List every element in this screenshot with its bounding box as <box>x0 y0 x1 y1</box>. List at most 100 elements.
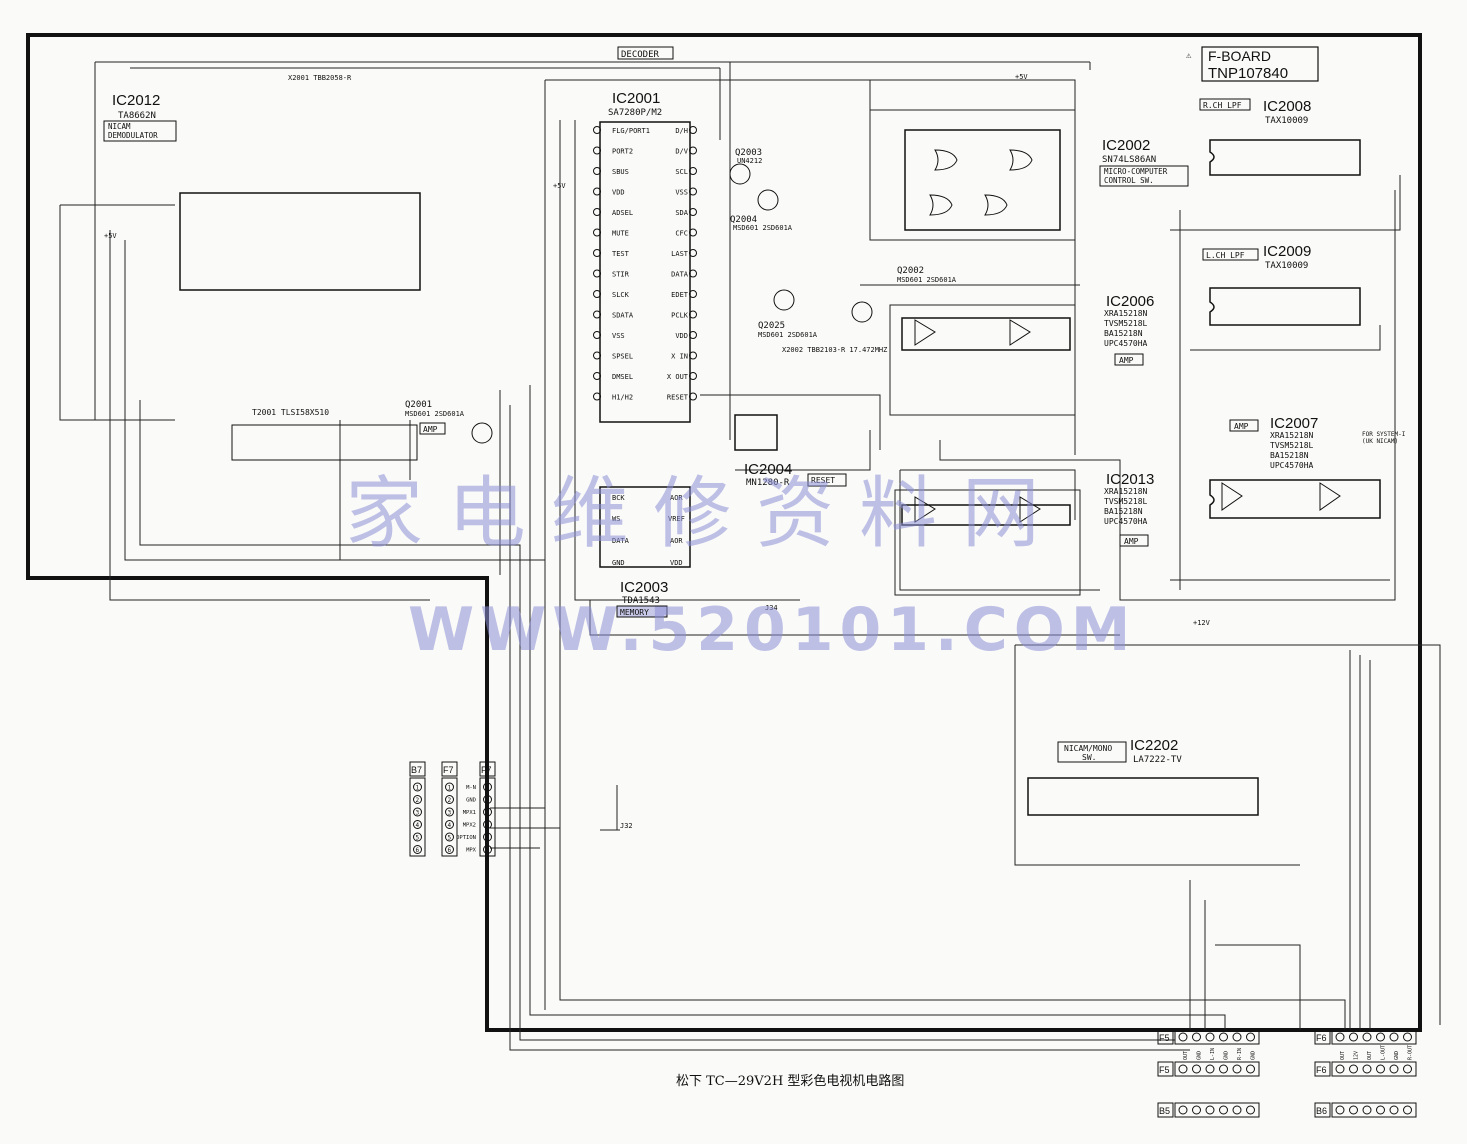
ic2001-pin-right <box>689 269 697 278</box>
f7-signal-label: OPTION <box>456 835 476 841</box>
ic2003: IC2003 TDA1543 BCK WS DATA GND AOR VREF … <box>599 486 691 606</box>
transistor-q2004: Q2004 MSD601 2SD601A <box>730 189 793 232</box>
ic2007-part: XRA15218N TVSM5218L BA15218N UPC4570HA <box>1270 431 1314 470</box>
ic2001-pin-right <box>689 310 697 319</box>
connector-pin <box>1205 1064 1215 1074</box>
ic2001-pin-left <box>593 351 601 360</box>
ic2013-id: IC2013 <box>1106 471 1154 488</box>
f7-signal-label: MPX <box>466 848 477 854</box>
ic2001-pin-right <box>689 167 697 175</box>
svg-text:Q2001: Q2001 <box>405 400 432 410</box>
warning-icon: ⚠ <box>1186 51 1192 61</box>
transistor-q2002: Q2002 MSD601 2SD601A <box>851 266 957 323</box>
connector-header <box>479 761 496 777</box>
ic2001-pin-left <box>593 228 601 237</box>
ic2001-id: IC2001 <box>612 90 660 107</box>
connector-body <box>441 777 458 857</box>
svg-text:WS: WS <box>612 515 620 523</box>
ic2001-pin-label: RESET <box>667 394 689 402</box>
ic2001-pin-label: VDD <box>612 189 625 197</box>
ic2001-pin-right <box>689 351 697 360</box>
connector-pin-number: 6 <box>416 847 420 854</box>
ic2001-pin-label: H1/H2 <box>612 394 633 402</box>
connector-pin-label: OUT <box>1340 1051 1346 1060</box>
ic2202-part: LA7222-TV <box>1133 755 1182 765</box>
connector-header <box>1314 1029 1331 1045</box>
connector-pin <box>483 807 492 817</box>
ic2008-part: TAX10009 <box>1265 116 1308 126</box>
ic2001-pin-label: D/V <box>675 148 688 156</box>
svg-text:AOR: AOR <box>670 494 683 502</box>
ic2001-pin-label: PORT2 <box>612 148 633 156</box>
ic2001-pin-label: SDATA <box>612 312 634 320</box>
memory-label: MEMORY <box>620 608 649 617</box>
connector-pin <box>1362 1032 1372 1042</box>
ic2002-id: IC2002 <box>1102 137 1150 154</box>
ic2002-part: SN74LS86AN <box>1102 155 1156 165</box>
ic2012-part: TA8662N <box>118 111 156 121</box>
ic2001-pin-left <box>593 126 601 134</box>
supply-5v-a: +5V <box>104 232 117 240</box>
connector-name: F6 <box>1316 1033 1327 1043</box>
connector-header <box>409 761 426 777</box>
ic2001-pin-right <box>689 249 697 257</box>
ic2001-left-pins: FLG/PORT1PORT2SBUSVDDADSELMUTETESTSTIRSL… <box>593 126 650 402</box>
ic2001-pin-label: VDD <box>675 332 688 340</box>
connector-header <box>1314 1102 1331 1118</box>
supply-5v-c: +5V <box>1015 73 1028 81</box>
connector-pin-number: 3 <box>416 810 420 817</box>
connector-pin <box>1219 1032 1228 1042</box>
supply-5v-b: +5V <box>553 182 566 190</box>
ic2001-pin-right <box>689 392 697 401</box>
connector-pin-number: 2 <box>448 797 452 804</box>
connector-pin <box>1178 1064 1188 1074</box>
j34-label: J34 <box>765 604 778 612</box>
connector-pin <box>1192 1032 1201 1042</box>
reset-label: RESET <box>811 476 835 485</box>
x2002-label: X2002 TBB2103-R 17.472MHZ <box>782 346 887 354</box>
connector-pin <box>483 782 492 792</box>
svg-text:Q2003: Q2003 <box>735 148 762 158</box>
ic2001-pin-label: SCL <box>675 168 688 176</box>
connector-pin <box>1376 1064 1385 1074</box>
ic2001-pin-label: D/H <box>675 127 688 135</box>
connector-name: F7 <box>481 765 492 775</box>
connector-pin <box>1362 1064 1372 1074</box>
connector-pin <box>445 820 454 829</box>
connector-pin <box>1389 1105 1399 1115</box>
connector-pin <box>1232 1032 1242 1042</box>
ic2001-pin-label: SPSEL <box>612 353 633 361</box>
connector-pin <box>1349 1064 1358 1074</box>
connector-pin <box>1403 1105 1412 1115</box>
ic2008-tag: R.CH LPF <box>1203 101 1242 110</box>
board-part: TNP107840 <box>1208 65 1288 82</box>
ic2001-pin-label: FLG/PORT1 <box>612 127 650 135</box>
connector-header <box>1157 1029 1174 1045</box>
svg-text:MSD601 2SD601A: MSD601 2SD601A <box>758 331 818 339</box>
ic2001-pin-label: EDET <box>671 291 689 299</box>
ic2009-id: IC2009 <box>1263 243 1311 260</box>
connector-pin-number: 3 <box>486 810 490 817</box>
connector-name: F5 <box>1159 1065 1170 1075</box>
ic2001-pin-left <box>593 392 601 401</box>
wiring <box>59 61 1441 1051</box>
transistor-q2003: Q2003 UN4212 <box>729 148 762 185</box>
ic2001-pin-left <box>593 208 601 216</box>
connector-pin <box>1335 1064 1345 1074</box>
connector-body <box>1174 1029 1260 1045</box>
connector-pin-number: 5 <box>416 835 420 842</box>
connector-pin-label: R-OUT <box>1408 1045 1414 1060</box>
connector-name: B6 <box>1316 1106 1327 1116</box>
ic2008-id: IC2008 <box>1263 98 1311 115</box>
ic2013-part: XRA15218N TVSM5218L BA15218N UPC4570HA <box>1104 487 1148 526</box>
ic2006: IC2006 XRA15218N TVSM5218L BA15218N UPC4… <box>901 293 1154 366</box>
connector-header <box>1157 1061 1174 1077</box>
ic2004-id: IC2004 <box>744 461 792 478</box>
ic2001-pin-left <box>593 167 601 175</box>
